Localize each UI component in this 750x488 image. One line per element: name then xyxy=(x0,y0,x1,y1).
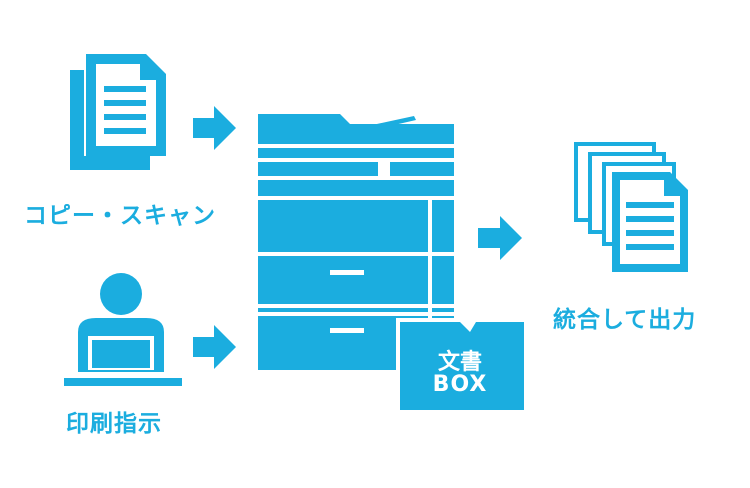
multifunction-printer-icon xyxy=(258,114,454,370)
print-instruction-label: 印刷指示 xyxy=(66,411,162,437)
document-stack-icon xyxy=(574,142,688,272)
user-at-computer-icon xyxy=(64,273,182,386)
folder-icon xyxy=(396,318,528,414)
arrow-right-icon xyxy=(193,325,236,369)
folder-label-line2: BOX xyxy=(432,372,488,397)
folder-label-line1: 文書 xyxy=(437,350,482,375)
copy-scan-label: コピー・スキャン xyxy=(24,203,216,229)
integrated-output-label: 統合して出力 xyxy=(553,307,697,333)
arrow-right-icon xyxy=(193,106,236,150)
document-icon xyxy=(70,54,166,170)
arrow-right-icon xyxy=(478,216,522,260)
